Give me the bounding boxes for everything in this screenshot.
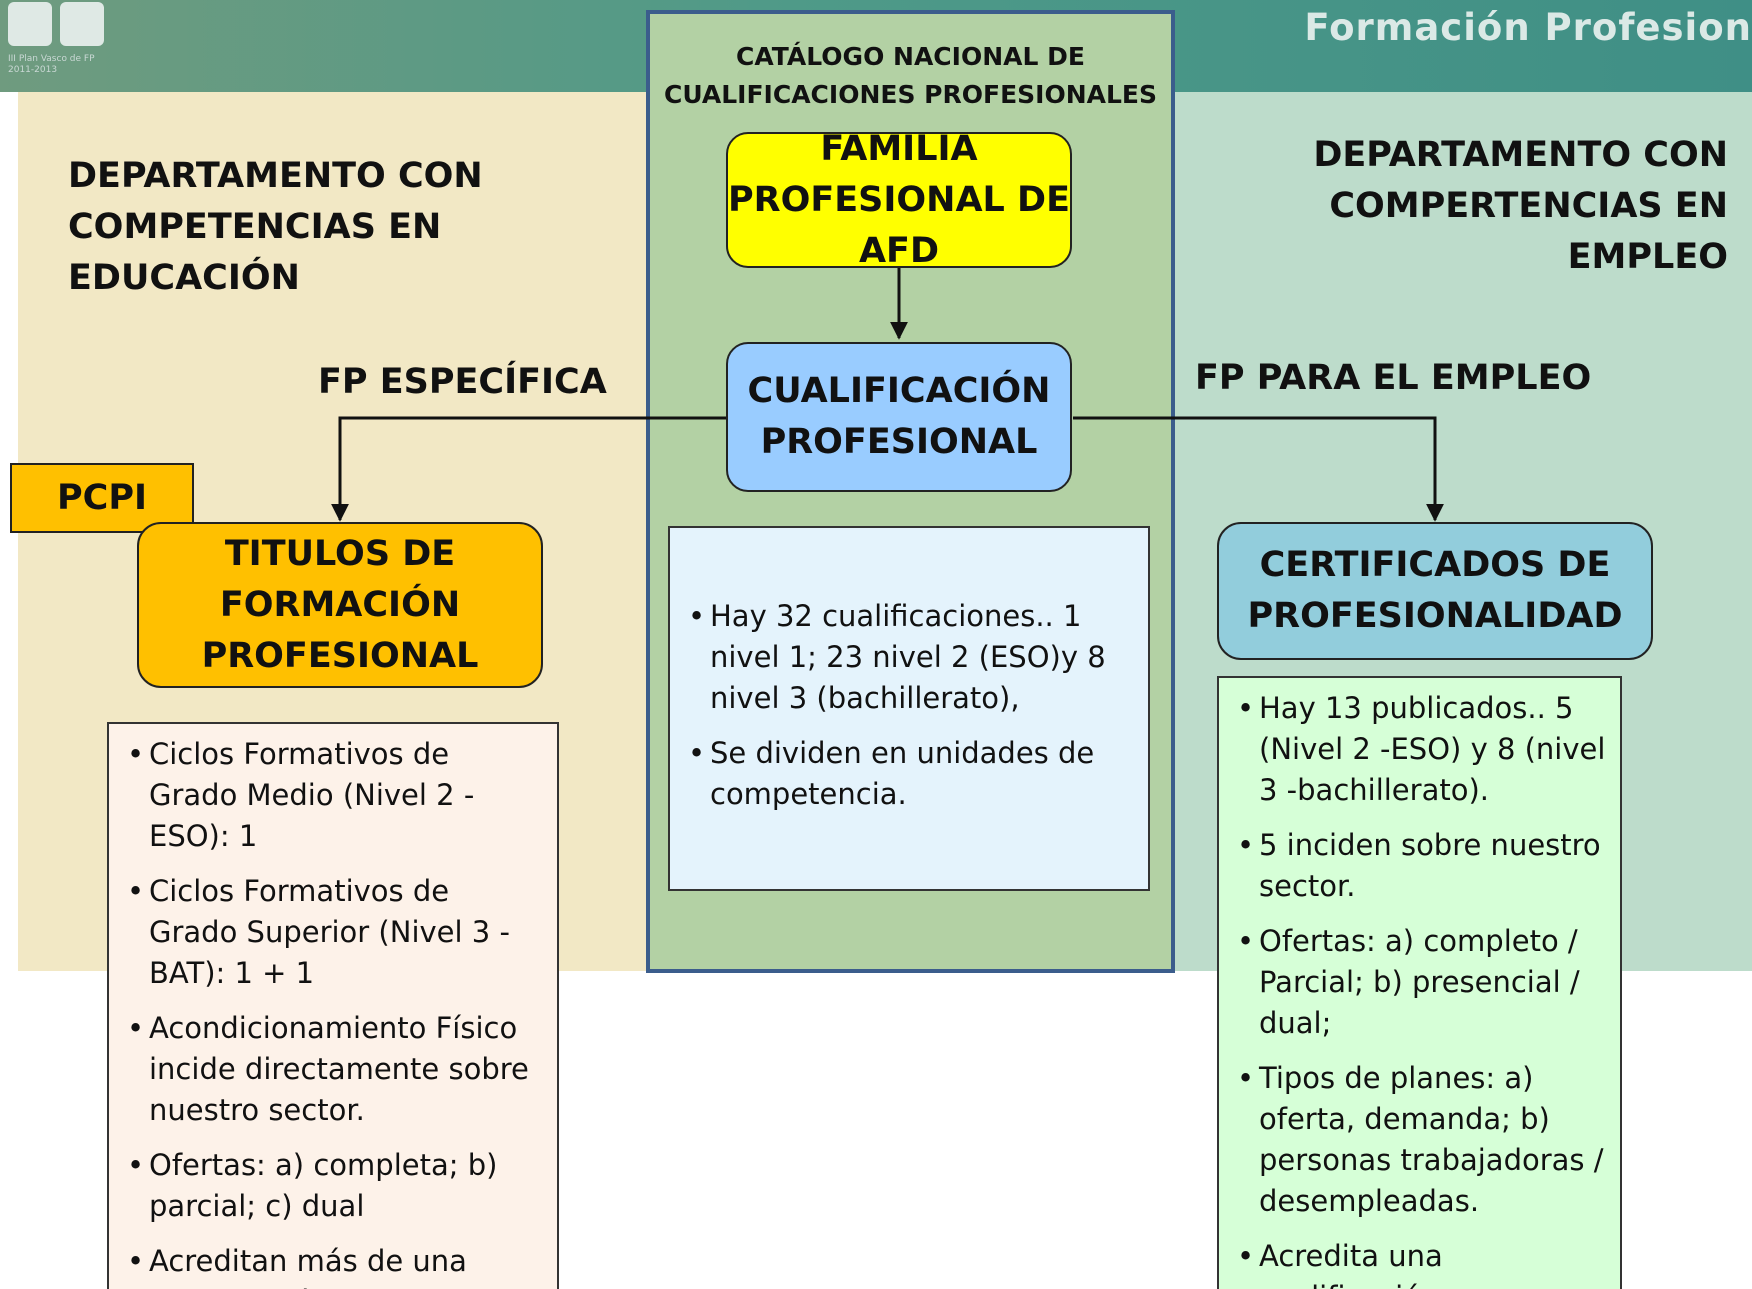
titulos-list-item: Acondicionamiento Físico incide directam… (127, 1008, 541, 1131)
catalog-list-item: Se dividen en unidades de competencia. (688, 733, 1132, 815)
titulos-list-item: Acreditan más de una cualificación. (127, 1241, 541, 1289)
dept-employment-label: DEPARTAMENTO CON COMPERTENCIAS EN EMPLEO (1313, 135, 1728, 277)
certificados-list-item: Acredita una cualificación. (1237, 1236, 1614, 1289)
catalog-list: Hay 32 cualificaciones.. 1 nivel 1; 23 n… (668, 526, 1150, 891)
header-title: Formación Profesion (1304, 6, 1752, 49)
logo-left-block (8, 2, 52, 46)
node-titulos-fp: TITULOS DE FORMACIÓN PROFESIONAL (137, 522, 543, 688)
titulos-list-item: Ciclos Formativos de Grado Superior (Niv… (127, 871, 541, 994)
titulos-list-item: Ofertas: a) completa; b) parcial; c) dua… (127, 1145, 541, 1227)
certificados-list-item: Hay 13 publicados.. 5 (Nivel 2 -ESO) y 8… (1237, 688, 1614, 811)
logo-caption: III Plan Vasco de FP 2011-2013 (8, 54, 95, 75)
certificados-list: Hay 13 publicados.. 5 (Nivel 2 -ESO) y 8… (1217, 676, 1622, 1289)
node-certificados-profesionalidad: CERTIFICADOS DE PROFESIONALIDAD (1217, 522, 1653, 660)
logo-right-block (60, 2, 104, 46)
certificados-list-item: 5 inciden sobre nuestro sector. (1237, 825, 1614, 907)
node-familia-profesional: FAMILIA PROFESIONAL DE AFD (726, 128, 1072, 271)
node-cualificacion-profesional: CUALIFICACIÓN PROFESIONAL (726, 342, 1072, 492)
dept-education-label: DEPARTAMENTO CON COMPETENCIAS EN EDUCACI… (68, 156, 483, 298)
cualificacion-to-certificados-arrow (1073, 416, 1444, 522)
catalog-list-item: Hay 32 cualificaciones.. 1 nivel 1; 23 n… (688, 596, 1132, 719)
branch-fp-especifica: FP ESPECÍFICA (318, 362, 607, 402)
node-pcpi: PCPI (10, 463, 194, 533)
titulos-list-item: Ciclos Formativos de Grado Medio (Nivel … (127, 734, 541, 857)
cualificacion-to-titulos-arrow (331, 416, 726, 522)
titulos-list: Ciclos Formativos de Grado Medio (Nivel … (107, 722, 559, 1289)
certificados-list-item: Ofertas: a) completo / Parcial; b) prese… (1237, 921, 1614, 1044)
plan-logo (8, 2, 106, 48)
catalog-title: CATÁLOGO NACIONAL DE CUALIFICACIONES PRO… (664, 42, 1157, 109)
branch-fp-empleo: FP PARA EL EMPLEO (1195, 358, 1592, 398)
certificados-list-item: Tipos de planes: a) oferta, demanda; b) … (1237, 1058, 1614, 1222)
